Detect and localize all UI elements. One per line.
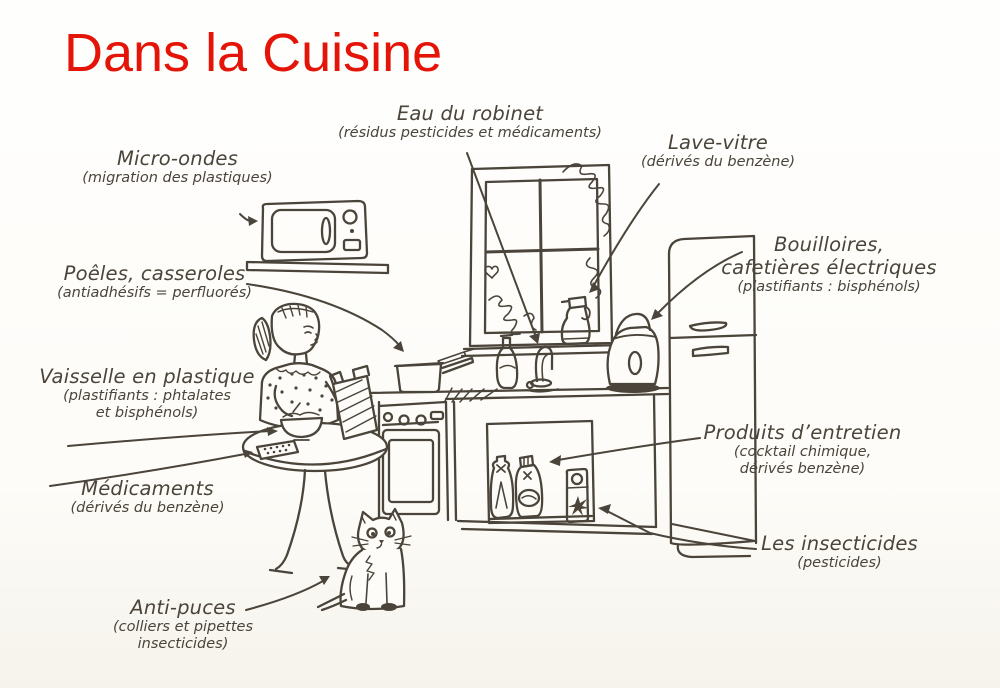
- label-poeles-sub: (antiadhésifs = perfluorés): [57, 285, 252, 301]
- cat-drawing: [316, 507, 412, 612]
- annotation-arrows: [49, 152, 757, 611]
- label-anti-puces-sub1: (colliers et pipettes: [112, 619, 254, 635]
- label-poeles: Poêles, casseroles (antiadhésifs = perfl…: [42, 262, 267, 302]
- arrow-anti-puces: [245, 576, 330, 611]
- saucepan-drawing: [393, 356, 475, 394]
- arrow-medicaments: [49, 449, 253, 487]
- label-insecticides: Les insecticides (pesticides): [752, 532, 927, 572]
- label-medicaments-title: Médicaments: [81, 477, 214, 500]
- label-anti-puces-title: Anti-puces: [130, 596, 236, 619]
- label-vaisselle: Vaisselle en plastique (plastifiants : p…: [32, 365, 262, 422]
- window-drawing: [460, 163, 626, 358]
- label-lave-vitre-sub: (dérivés du benzène): [640, 154, 796, 170]
- label-medicaments-sub: (dérivés du benzène): [70, 500, 225, 516]
- polka-dots: [266, 372, 334, 412]
- label-eau-du-robinet: Eau du robinet (résidus pesticides et mé…: [315, 102, 625, 142]
- microwave-drawing: [245, 199, 390, 275]
- insecticide-can-drawing: [565, 467, 590, 524]
- cat-tail: [316, 592, 348, 612]
- label-bouilloires-title2: cafetières électriques: [721, 256, 937, 279]
- drainboard-drawing: [444, 387, 498, 403]
- stove-oven-drawing: [377, 400, 458, 522]
- arrow-vaisselle: [67, 427, 278, 447]
- label-anti-puces-sub2: insecticides): [137, 636, 229, 652]
- label-vaisselle-sub2: et bisphénols): [95, 405, 199, 421]
- heart-doodle: [484, 265, 499, 279]
- freezer-handle: [688, 321, 728, 332]
- girl-drawing: [252, 302, 340, 430]
- label-vaisselle-sub1: (plastifiants : phtalates: [63, 388, 231, 404]
- label-insecticides-sub: (pesticides): [797, 555, 882, 571]
- cleaning-bottle-1-drawing: [489, 454, 515, 520]
- page-title: Dans la Cuisine: [64, 23, 443, 83]
- cleaning-bottle-2-drawing: [514, 454, 544, 519]
- label-produits-entretien-sub2: dérivés benzène): [739, 461, 866, 477]
- cabinet-drawing: [456, 393, 658, 536]
- cat-body: [339, 547, 406, 611]
- arrow-micro-ondes: [239, 213, 258, 226]
- sink-bottle-drawing: [495, 333, 519, 390]
- label-bouilloires-title: Bouilloires,: [773, 233, 885, 256]
- pill-blister-pack-drawing: [255, 439, 300, 461]
- label-produits-entretien-sub1: (cocktail chimique,: [733, 444, 872, 460]
- arrow-produits: [549, 437, 701, 466]
- label-eau-du-robinet-title: Eau du robinet: [396, 102, 544, 125]
- label-eau-du-robinet-sub: (résidus pesticides et médicaments): [338, 125, 602, 141]
- cereal-box-drawing: [328, 364, 379, 441]
- label-vaisselle-title: Vaisselle en plastique: [39, 365, 255, 388]
- label-produits-entretien: Produits d’entretien (cocktail chimique,…: [695, 421, 910, 478]
- kettle-drawing: [606, 312, 660, 393]
- arrow-eau-robinet: [466, 152, 540, 344]
- label-micro-ondes-sub: (migration des plastiques): [82, 170, 273, 186]
- label-lave-vitre: Lave-vitre (dérivés du benzène): [628, 131, 808, 171]
- cat-head: [356, 507, 405, 556]
- label-produits-entretien-title: Produits d’entretien: [703, 421, 902, 444]
- label-medicaments: Médicaments (dérivés du benzène): [55, 477, 240, 517]
- arrow-insecticides: [598, 504, 757, 550]
- label-bouilloires-sub: (plastifiants : bisphénols): [737, 279, 921, 295]
- label-bouilloires: Bouilloires, cafetières électriques (pla…: [698, 233, 960, 296]
- label-anti-puces: Anti-puces (colliers et pipettes insecti…: [98, 596, 268, 653]
- fridge-handle: [691, 345, 730, 358]
- label-insecticides-title: Les insecticides: [761, 532, 918, 555]
- arrow-bouilloires: [651, 251, 743, 320]
- starburst: [568, 496, 589, 516]
- bowl-drawing: [279, 411, 324, 441]
- label-micro-ondes-title: Micro-ondes: [117, 147, 238, 170]
- label-lave-vitre-title: Lave-vitre: [667, 131, 768, 154]
- window-spray-bottle-drawing: [560, 295, 591, 346]
- arrow-poeles: [246, 283, 404, 352]
- faucet-drawing: [525, 345, 559, 393]
- label-poeles-title: Poêles, casseroles: [63, 262, 246, 285]
- label-micro-ondes: Micro-ondes (migration des plastiques): [70, 147, 285, 187]
- shelf-drawing: [245, 260, 390, 275]
- arrow-lave-vitre: [589, 183, 660, 293]
- fridge-drawing: [667, 234, 758, 559]
